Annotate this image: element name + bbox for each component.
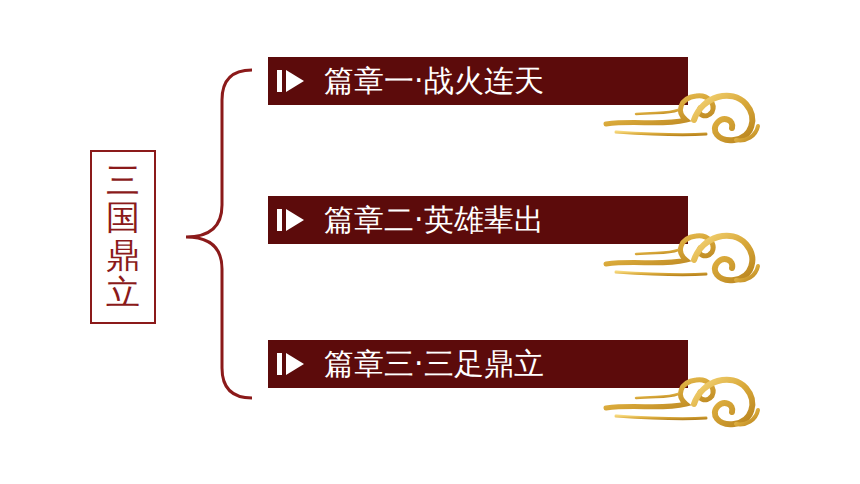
chapter-band: 篇章一·战火连天 [268,57,688,105]
chapter-title: 篇章二·英雄辈出 [324,200,544,241]
chapter-band: 篇章三·三足鼎立 [268,340,688,388]
play-icon [277,209,304,231]
curly-brace [186,70,252,398]
vertical-title: 三国鼎立 [106,162,140,312]
chapter-band: 篇章二·英雄辈出 [268,196,688,244]
title-box: 三国鼎立 [90,150,156,324]
gold-cloud [606,236,758,281]
play-icon [277,353,304,375]
chapter-title: 篇章三·三足鼎立 [324,344,544,385]
chapter-title: 篇章一·战火连天 [324,61,544,102]
gold-cloud [606,380,758,425]
gold-cloud [606,96,758,141]
play-icon [277,70,304,92]
